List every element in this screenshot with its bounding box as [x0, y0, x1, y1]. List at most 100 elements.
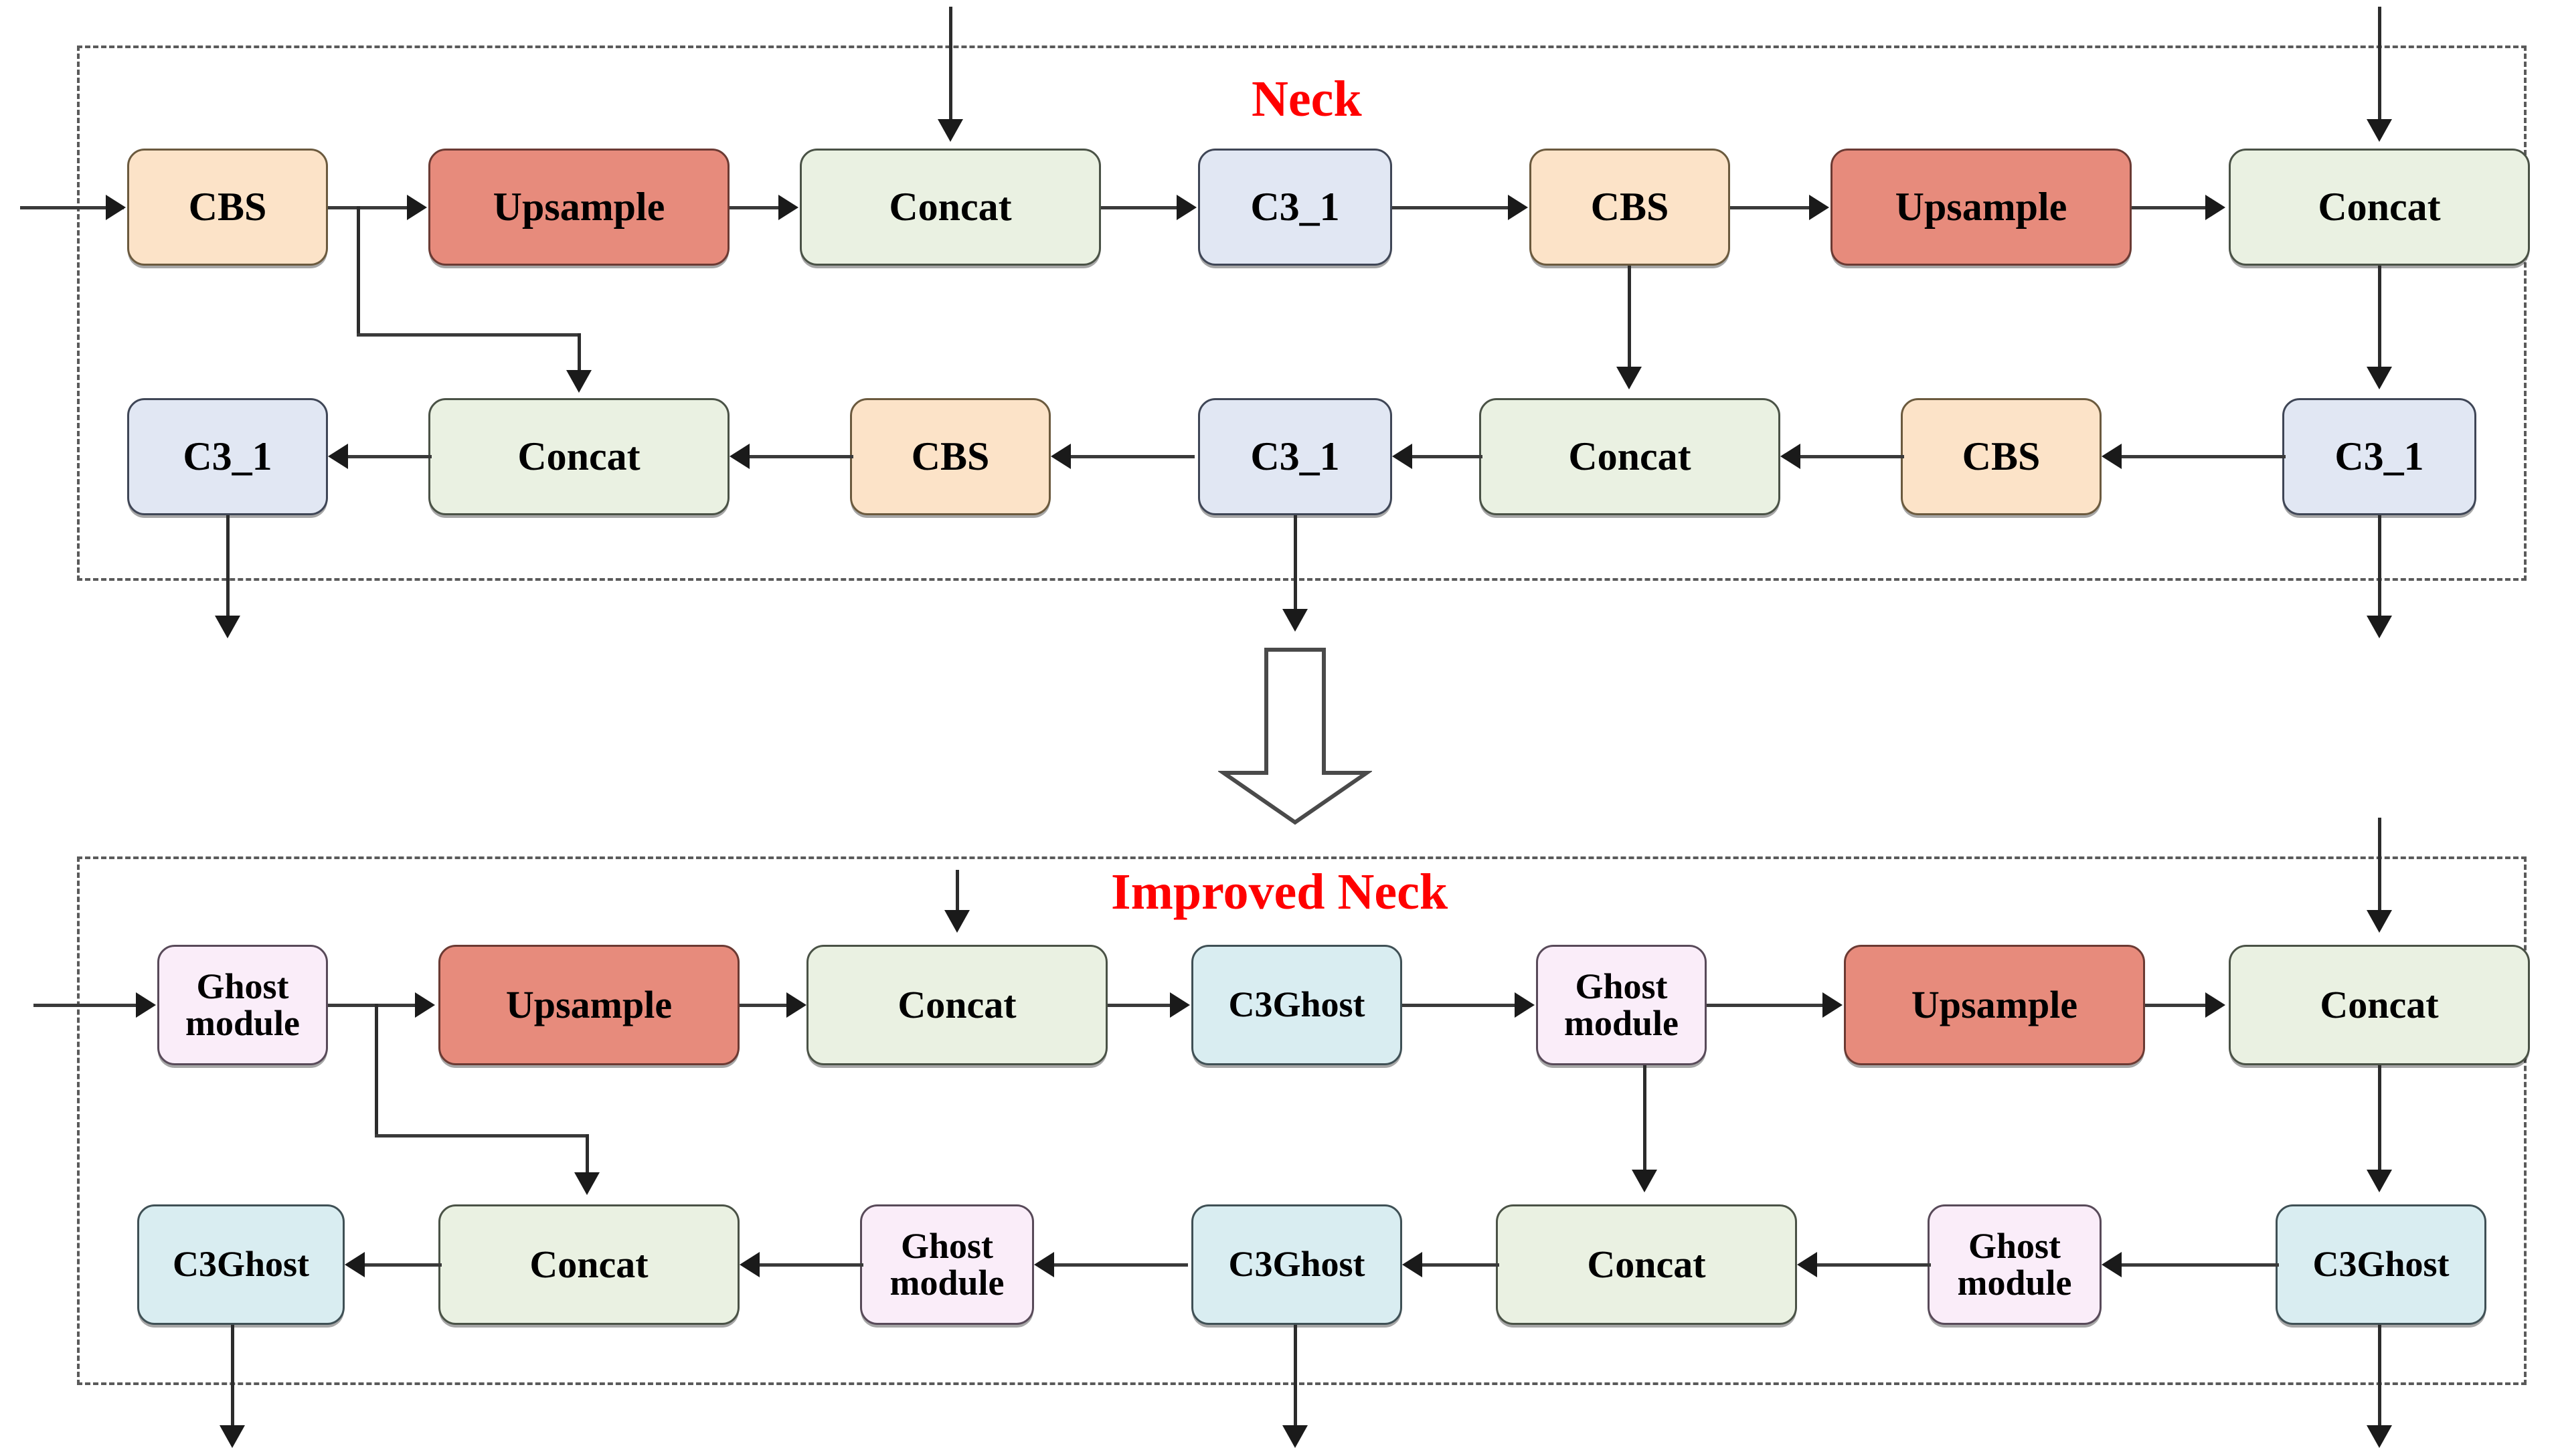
edge-tconcat2-down-head — [2367, 367, 2392, 389]
improved-output-3-head — [2367, 1425, 2392, 1448]
node-improved-bottom-c3ghost-2[interactable]: C3Ghost — [1191, 1204, 1402, 1325]
skip-cbs1-horiz — [357, 333, 581, 337]
node-label: Concat — [1587, 1243, 1706, 1287]
node-improved-top-ghost-1[interactable]: Ghost module — [157, 945, 328, 1065]
improved-output-1-head — [220, 1425, 245, 1448]
node-neck-top-c31-1[interactable]: C3_1 — [1198, 149, 1392, 266]
node-label: C3Ghost — [2312, 1244, 2450, 1285]
node-label: CBS — [1590, 184, 1669, 229]
node-neck-top-upsample-1[interactable]: Upsample — [428, 149, 730, 266]
edge-bc31-3-to-bcbs2 — [2122, 455, 2286, 458]
edge-bconcat2-to-bc31-2-head — [1392, 444, 1412, 469]
edge-ibc3ghost2-to-ibghost1-head — [1034, 1252, 1054, 1277]
edge-bc31-3-to-bcbs2-head — [2102, 444, 2122, 469]
node-label: Concat — [2320, 983, 2439, 1027]
edge-ibconcat1-to-ibc3ghost1-head — [345, 1252, 365, 1277]
node-improved-bottom-c3ghost-1[interactable]: C3Ghost — [137, 1204, 345, 1325]
neck-output-1-head — [215, 616, 240, 638]
edge-c3ghost1-to-ghost2 — [1402, 1004, 1516, 1007]
edge-tconcat2-down-to-bc31-3 — [2378, 266, 2381, 369]
edge-ibghost2-to-ibconcat2 — [1817, 1263, 1931, 1267]
edge-concat1-to-c31 — [1101, 206, 1178, 209]
node-improved-top-upsample-1[interactable]: Upsample — [438, 945, 740, 1065]
edge-bconcat1-to-bc31-1-head — [328, 444, 348, 469]
edge-ibghost1-to-ibconcat1-head — [740, 1252, 760, 1277]
node-label: Ghost module — [1957, 1225, 2072, 1303]
edge-ibc3ghost3-to-ibghost2 — [2122, 1263, 2279, 1267]
edge-upsample2-to-concat2-head — [2205, 195, 2225, 220]
node-label: CBS — [1962, 434, 2041, 478]
node-label: C3_1 — [2334, 434, 2424, 478]
node-neck-top-upsample-2[interactable]: Upsample — [1830, 149, 2132, 266]
node-label: Upsample — [493, 184, 665, 229]
node-improved-bottom-ghost-1[interactable]: Ghost module — [860, 1204, 1034, 1325]
node-improved-top-upsample-2[interactable]: Upsample — [1844, 945, 2145, 1065]
improved-neck-group-frame — [77, 856, 2527, 1385]
improved-output-2-head — [1282, 1425, 1308, 1448]
node-improved-bottom-concat-1[interactable]: Concat — [438, 1204, 740, 1325]
node-neck-bottom-c31-2[interactable]: C3_1 — [1198, 398, 1392, 515]
edge-iupsample2-to-iconcat2 — [2145, 1004, 2207, 1007]
node-improved-top-concat-2[interactable]: Concat — [2229, 945, 2530, 1065]
node-neck-bottom-c31-3[interactable]: C3_1 — [2282, 398, 2476, 515]
node-improved-bottom-ghost-2[interactable]: Ghost module — [1928, 1204, 2102, 1325]
edge-c3ghost1-to-ghost2-head — [1515, 992, 1535, 1018]
edge-ghost2-down-to-ibconcat2 — [1643, 1065, 1646, 1172]
node-label: Concat — [517, 434, 641, 478]
edge-c31-to-cbs2 — [1392, 206, 1509, 209]
edge-ghost2-down-head — [1632, 1170, 1657, 1192]
node-improved-bottom-concat-2[interactable]: Concat — [1496, 1204, 1797, 1325]
node-label: Upsample — [505, 983, 673, 1027]
edge-cbs2-to-upsample2-head — [1809, 195, 1829, 220]
edge-ibconcat1-to-ibc3ghost1 — [365, 1263, 442, 1267]
edge-cbs2-to-upsample2 — [1730, 206, 1810, 209]
node-neck-bottom-cbs-1[interactable]: CBS — [850, 398, 1051, 515]
skip-cbs1-arrowhead — [566, 370, 592, 393]
node-improved-bottom-c3ghost-3[interactable]: C3Ghost — [2276, 1204, 2486, 1325]
edge-iupsample1-to-iconcat1 — [740, 1004, 788, 1007]
node-neck-top-cbs-1[interactable]: CBS — [127, 149, 328, 266]
node-label: Upsample — [1895, 184, 2067, 229]
skip-cbs1-vert-2 — [578, 333, 581, 373]
edge-ghost2-to-iupsample2-head — [1822, 992, 1843, 1018]
edge-ibghost2-to-ibconcat2-head — [1797, 1252, 1817, 1277]
node-neck-bottom-concat-2[interactable]: Concat — [1479, 398, 1780, 515]
node-improved-top-c3ghost-1[interactable]: C3Ghost — [1191, 945, 1402, 1065]
node-label: Concat — [898, 983, 1017, 1027]
improvement-transition-arrow — [1217, 646, 1373, 826]
improved-input-line — [33, 1004, 137, 1007]
edge-iupsample2-to-iconcat2-head — [2205, 992, 2225, 1018]
node-neck-top-concat-1[interactable]: Concat — [800, 149, 1101, 266]
edge-iupsample1-to-iconcat1-head — [786, 992, 806, 1018]
edge-bcbs1-to-bconcat1 — [750, 455, 853, 458]
node-neck-bottom-c31-1[interactable]: C3_1 — [127, 398, 328, 515]
node-improved-top-ghost-2[interactable]: Ghost module — [1536, 945, 1707, 1065]
node-label: Concat — [2318, 184, 2441, 229]
node-label: C3Ghost — [1228, 984, 1365, 1025]
node-label: C3_1 — [1250, 434, 1340, 478]
node-neck-bottom-cbs-2[interactable]: CBS — [1901, 398, 2102, 515]
node-label: C3Ghost — [1228, 1244, 1365, 1285]
edge-iconcat1-to-c3ghost1 — [1108, 1004, 1171, 1007]
neck-input-line — [20, 206, 124, 209]
edge-concat1-to-c31-head — [1177, 195, 1197, 220]
node-label: C3_1 — [183, 434, 272, 478]
neck-external-input-1-head — [938, 119, 963, 142]
improved-external-input-1-line — [956, 870, 959, 911]
skip-ghost1-arrowhead — [574, 1172, 600, 1195]
node-neck-top-cbs-2[interactable]: CBS — [1529, 149, 1730, 266]
edge-ibconcat2-to-ibc3ghost2 — [1422, 1263, 1499, 1267]
edge-bc31-2-to-bcbs1-head — [1051, 444, 1071, 469]
edge-bcbs1-to-bconcat1-head — [730, 444, 750, 469]
improved-neck-title: Improved Neck — [1111, 864, 1448, 920]
node-label: Upsample — [1911, 983, 2078, 1027]
edge-bconcat2-to-bc31-2 — [1412, 455, 1482, 458]
neck-external-input-2-line — [2378, 7, 2381, 120]
node-neck-top-concat-2[interactable]: Concat — [2229, 149, 2530, 266]
node-improved-top-concat-1[interactable]: Concat — [806, 945, 1108, 1065]
neck-group-frame — [77, 46, 2527, 581]
node-neck-bottom-concat-1[interactable]: Concat — [428, 398, 730, 515]
neck-output-2-head — [1282, 609, 1308, 632]
edge-bconcat1-to-bc31-1 — [348, 455, 432, 458]
